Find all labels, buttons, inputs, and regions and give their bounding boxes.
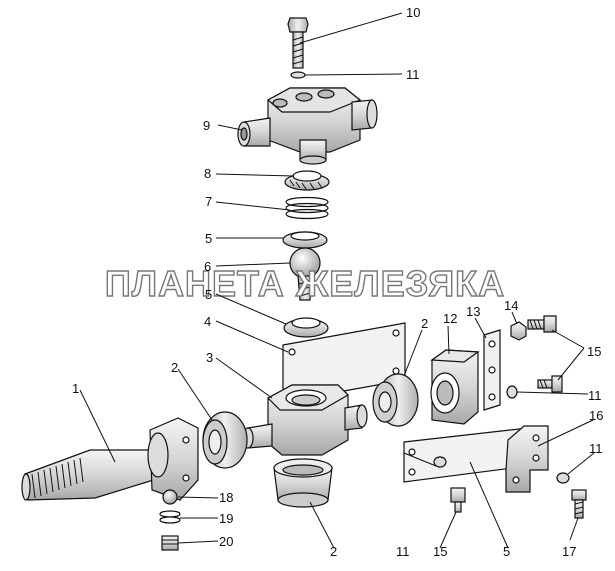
housing-part-3 (242, 384, 368, 456)
callout-13: 13 (466, 304, 480, 319)
ball-pin-part-6 (289, 247, 321, 301)
callout-labels: 10 11 9 8 7 5 6 5 4 3 2 1 2 12 13 14 15 … (72, 5, 603, 559)
washer-part-11-bottom-left (433, 456, 447, 468)
callout-15-right: 15 (587, 344, 601, 359)
spring-part-7 (285, 196, 329, 220)
bolt-part-15-upper (527, 315, 557, 333)
bushing-part-2-middle (202, 411, 248, 469)
washer-part-11-top (290, 71, 306, 79)
callout-18: 18 (219, 490, 233, 505)
clamp-housing-part-2-left (147, 417, 199, 501)
bolt-part-15-middle (537, 375, 563, 393)
callout-17: 17 (562, 544, 576, 559)
leader-lines (79, 12, 595, 549)
callout-12: 12 (443, 311, 457, 326)
callout-19: 19 (219, 511, 233, 526)
callout-2-right: 2 (421, 316, 428, 331)
shaft-part-1 (21, 449, 161, 501)
bolt-part-15-lower (450, 487, 466, 513)
callout-9: 9 (203, 118, 210, 133)
bracket-part-16 (505, 425, 549, 493)
callout-16: 16 (589, 408, 603, 423)
callout-11-far-right: 11 (589, 441, 603, 456)
callout-15-bottom: 15 (433, 544, 447, 559)
spring-part-19 (159, 510, 181, 524)
washer-part-11-bottom-right (556, 472, 570, 484)
washer-part-11-right (506, 385, 518, 399)
watermark-text: ПЛАНЕТА ЖЕЛЕЗЯКА (105, 263, 505, 304)
callout-11-right: 11 (588, 388, 602, 403)
cup-part-2-bottom (273, 458, 333, 508)
nut-part-8 (284, 170, 330, 191)
callout-2-left: 2 (171, 360, 178, 375)
pillow-block-part-12 (430, 349, 480, 425)
nut-part-14 (510, 321, 527, 341)
callout-6: 6 (204, 259, 211, 274)
valve-body-part-9 (237, 87, 378, 165)
strap-part-13 (483, 329, 501, 411)
callout-14: 14 (504, 298, 518, 313)
ring-part-5-upper (282, 231, 328, 249)
callout-5-upper: 5 (205, 231, 212, 246)
callout-4: 4 (204, 314, 211, 329)
bushing-part-2-right (372, 373, 419, 427)
plug-part-20 (161, 535, 179, 551)
ball-part-18 (162, 489, 178, 505)
callout-11-bottom: 11 (396, 544, 410, 559)
callout-20: 20 (219, 534, 233, 549)
callout-1: 1 (72, 381, 79, 396)
bushing-part-5-lower (283, 317, 329, 338)
callout-2-bottom: 2 (330, 544, 337, 559)
bolt-part-17 (571, 489, 587, 519)
callout-3: 3 (206, 350, 213, 365)
callout-8: 8 (204, 166, 211, 181)
callout-7: 7 (205, 194, 212, 209)
callout-5-bottom: 5 (503, 544, 510, 559)
callout-10: 10 (406, 5, 420, 20)
callout-5-lower: 5 (205, 287, 212, 302)
bolt-part-10 (287, 17, 309, 69)
callout-11-top: 11 (406, 67, 420, 82)
